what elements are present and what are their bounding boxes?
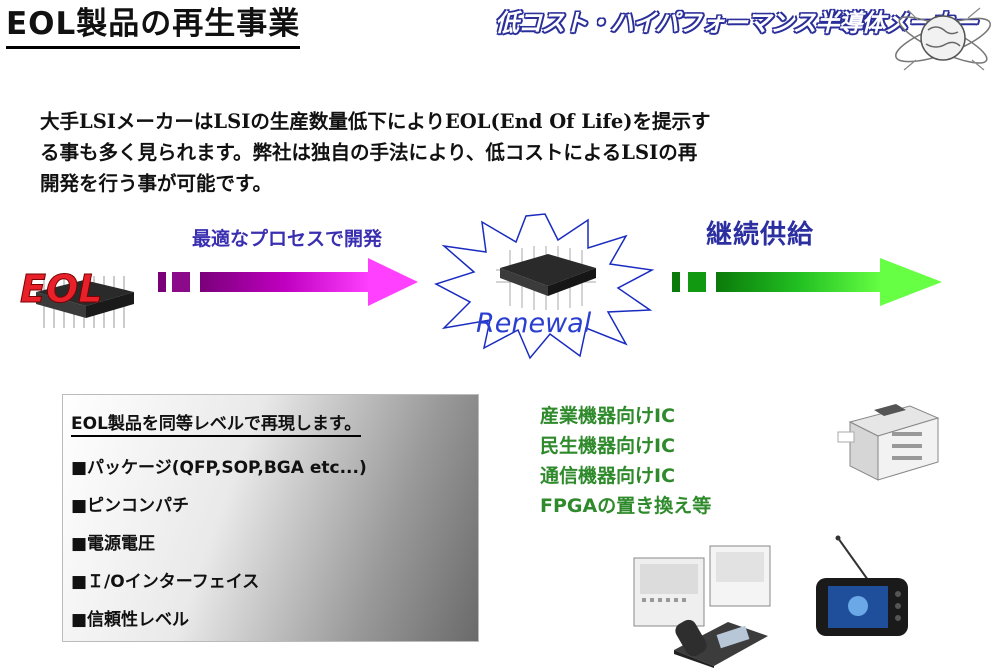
portable-tv-icon bbox=[816, 535, 908, 636]
supply-label: 継続供給 bbox=[706, 220, 815, 250]
phone-system-icon bbox=[633, 545, 771, 668]
page-title: EOL製品の再生事業 bbox=[6, 4, 301, 49]
application-item: 民生機器向けIC bbox=[540, 435, 676, 457]
feature-item: ■信頼性レベル bbox=[71, 610, 190, 630]
process-arrow bbox=[158, 258, 418, 306]
application-item: 産業機器向けIC bbox=[540, 405, 676, 427]
feature-item: ■電源電圧 bbox=[71, 534, 156, 554]
intro-paragraph: 大手LSIメーカーはLSIの生産数量低下によりEOL(End Of Life)を… bbox=[40, 106, 860, 199]
process-label: 最適なプロセスで開発 bbox=[192, 228, 383, 250]
chip-icon bbox=[496, 246, 596, 310]
renewal-label: Renewal bbox=[476, 308, 592, 339]
feature-item: ■Ｉ/Oインターフェイス bbox=[71, 572, 260, 592]
intro-line: 開発を行う事が可能です。 bbox=[40, 172, 273, 195]
printer-icon bbox=[837, 404, 940, 481]
flow-arrows bbox=[158, 258, 942, 306]
application-list: 産業機器向けIC 民生機器向けIC 通信機器向けIC FPGAの置き換え等 bbox=[540, 401, 711, 521]
eol-chip-icon: EOL bbox=[20, 267, 134, 328]
supply-arrow bbox=[672, 258, 942, 306]
intro-line: る事も多く見られます。弊社は独自の手法により、低コストによるLSIの再 bbox=[40, 141, 698, 164]
eol-label: EOL bbox=[20, 267, 102, 311]
feature-item: ■パッケージ(QFP,SOP,BGA etc...) bbox=[71, 458, 367, 478]
renewal-starburst: Renewal bbox=[434, 213, 655, 360]
feature-box-title: EOL製品を同等レベルで再現します。 bbox=[71, 409, 362, 437]
application-item: FPGAの置き換え等 bbox=[540, 495, 712, 517]
feature-box: EOL製品を同等レベルで再現します。 ■パッケージ(QFP,SOP,BGA et… bbox=[62, 394, 479, 642]
intro-line: 大手LSIメーカーはLSIの生産数量低下によりEOL(End Of Life)を… bbox=[40, 110, 711, 133]
feature-item: ■ピンコンパチ bbox=[71, 496, 190, 516]
application-item: 通信機器向けIC bbox=[540, 465, 676, 487]
globe-logo-icon bbox=[895, 7, 991, 71]
brand-tagline: 低コスト・ハイパフォーマンス半導体メーカー bbox=[495, 9, 978, 37]
